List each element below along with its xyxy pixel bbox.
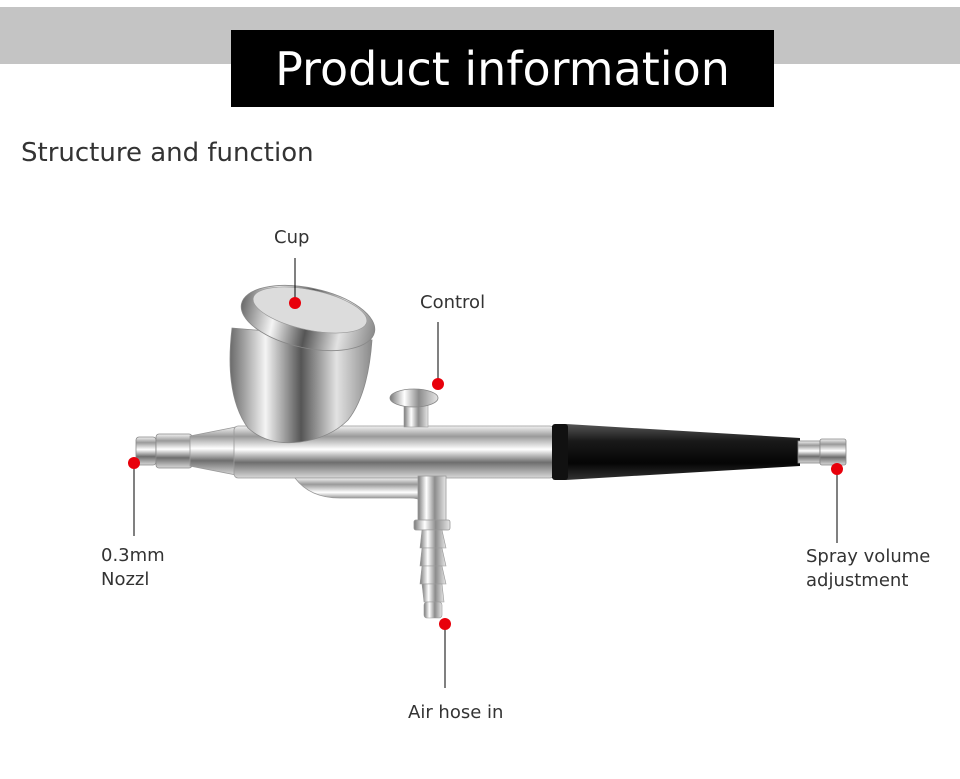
cup-marker — [289, 297, 301, 309]
spray-label: Spray volume adjustment — [806, 545, 930, 593]
nozzle-marker — [128, 457, 140, 469]
control-marker — [432, 378, 444, 390]
nozzle-label-line1: 0.3mm — [101, 545, 165, 566]
page-title: Product information — [275, 41, 730, 96]
callout-markers — [128, 297, 843, 630]
spray-label-line2: adjustment — [806, 570, 909, 591]
spray-label-line1: Spray volume — [806, 546, 931, 567]
cup-label: Cup — [274, 227, 310, 248]
title-banner: Product information — [231, 30, 774, 107]
nozzle-label-line2: Nozzl — [101, 569, 150, 590]
air-hose-marker — [439, 618, 451, 630]
control-label: Control — [420, 292, 486, 313]
airbrush-body — [135, 285, 847, 619]
section-title: Structure and function — [21, 138, 314, 168]
air-hose-label: Air hose in — [408, 702, 504, 723]
callout-lines — [133, 258, 838, 688]
nozzle-label: 0.3mm Nozzl — [101, 544, 165, 592]
spray-marker — [831, 463, 843, 475]
